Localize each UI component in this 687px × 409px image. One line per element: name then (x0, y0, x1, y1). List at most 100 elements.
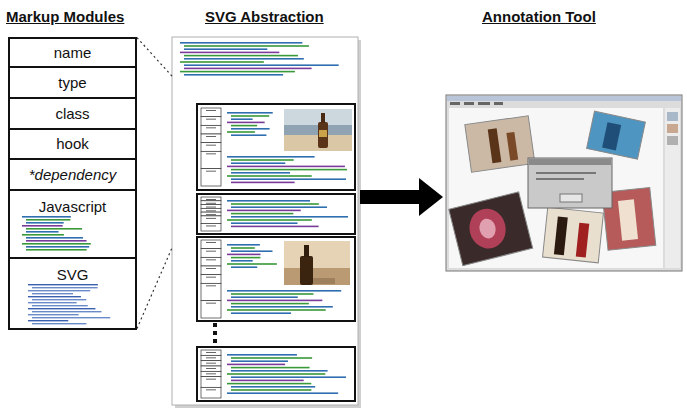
zoom-line (137, 38, 172, 77)
mini-label (206, 199, 216, 200)
code-line (22, 234, 64, 236)
svg-line (28, 302, 77, 303)
zoom-line (137, 248, 172, 329)
mini-module (201, 117, 221, 126)
mini-label (206, 389, 216, 390)
mini-label (206, 218, 216, 219)
menu-item (450, 102, 460, 105)
code-line (231, 115, 269, 117)
code-line (231, 260, 253, 262)
module-label: Javascript (39, 198, 107, 216)
window (446, 95, 682, 271)
mini-label (206, 251, 216, 252)
bottle (300, 256, 313, 285)
code-line (227, 263, 277, 265)
mini-label (206, 363, 216, 364)
code-line (184, 64, 339, 66)
photo (465, 116, 535, 172)
mini-label (206, 171, 216, 172)
code-line (184, 68, 312, 70)
bottle-neck (321, 113, 325, 123)
menu-item (464, 102, 474, 105)
svg-line (28, 314, 79, 315)
menu-item (478, 102, 490, 105)
module-label: hook (56, 135, 89, 153)
mini-module (201, 143, 221, 152)
mini-label (206, 285, 216, 286)
svg-line (32, 299, 86, 300)
code-line (22, 225, 63, 227)
mini-label (206, 379, 216, 380)
code-line (227, 219, 312, 221)
code-line (227, 175, 312, 177)
ellipsis-dots (213, 323, 217, 343)
module-label: *dependency (29, 166, 117, 184)
side-strip (665, 108, 680, 268)
module-box: name (8, 37, 137, 68)
bottle-photo (284, 241, 350, 285)
mini-module (201, 366, 221, 371)
mini-module (201, 205, 221, 209)
code-line (231, 250, 273, 252)
title-bar (447, 96, 681, 101)
code-line (26, 219, 70, 221)
code-line (227, 122, 265, 124)
code-line (231, 125, 257, 127)
code-line (180, 71, 295, 73)
bottle (506, 132, 518, 161)
module-panel (197, 194, 355, 234)
mini-module (201, 257, 221, 266)
svg-line (32, 293, 73, 294)
code-line (22, 243, 91, 245)
svg-line (32, 323, 86, 324)
mini-label (206, 214, 216, 215)
code-line (184, 45, 309, 47)
code-line (231, 312, 291, 314)
photo-frame (587, 111, 646, 159)
mini-module (201, 350, 221, 355)
code-line (227, 364, 285, 366)
mini-module (201, 283, 221, 300)
code-line (26, 237, 83, 239)
mini-label (206, 207, 216, 208)
code-line (227, 254, 260, 256)
module-box: Javascript (8, 189, 137, 259)
code-line (231, 306, 333, 308)
module-box: *dependency (8, 158, 137, 191)
module-panel (197, 347, 355, 401)
table (284, 268, 350, 285)
code-line (227, 200, 310, 202)
thumb (667, 136, 678, 145)
code-line (231, 216, 348, 218)
code-line (227, 383, 311, 385)
code-line (231, 134, 266, 136)
code-line (231, 178, 346, 180)
javascript-thumbnail (22, 216, 91, 251)
svg-line (32, 287, 98, 288)
code-line (231, 376, 346, 378)
mini-label (206, 225, 216, 226)
mini-module (201, 301, 221, 318)
code-line (184, 74, 283, 76)
svg-line (32, 317, 110, 318)
svg-line (28, 284, 98, 285)
svg-line (28, 290, 90, 291)
code-line (180, 42, 302, 44)
code-line (180, 52, 279, 54)
dialog-button (560, 194, 582, 202)
code-line (26, 228, 82, 230)
thumb (667, 124, 678, 133)
object (618, 199, 638, 240)
code-line (231, 386, 315, 388)
svg-thumbnail (28, 284, 110, 324)
mini-module (201, 208, 221, 212)
mini-label (206, 127, 216, 128)
mini-label (206, 136, 216, 137)
code-line (22, 216, 71, 218)
mini-label (206, 259, 216, 260)
code-line (26, 231, 59, 233)
arrow-shaft (360, 190, 420, 204)
mini-module (201, 125, 221, 134)
code-line (227, 131, 255, 133)
